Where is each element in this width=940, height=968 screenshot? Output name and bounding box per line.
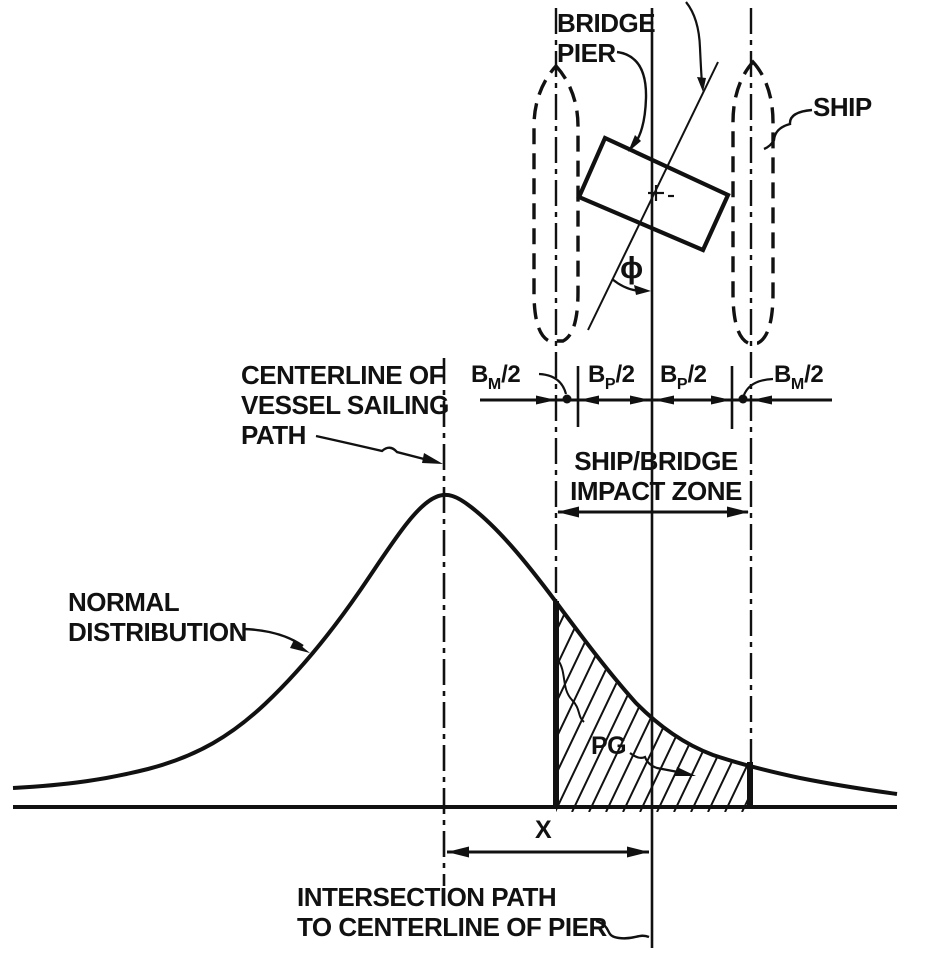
intersection-path-label: INTERSECTION PATH TO CENTERLINE OF PIER bbox=[297, 882, 607, 942]
dim-arrow-right-556 bbox=[536, 395, 556, 405]
bp-right-rest: /2 bbox=[687, 361, 708, 388]
bridge-pier-rectangle bbox=[576, 135, 731, 253]
dim-arrow-left-578 bbox=[579, 395, 599, 405]
bridge-pier-leader bbox=[616, 50, 648, 147]
bm-half-label-right: BM/2 bbox=[774, 361, 824, 393]
impact-zone-arrowhead-left bbox=[557, 506, 579, 518]
bm-right-sub: M bbox=[790, 376, 805, 393]
bm-left-rest: /2 bbox=[501, 361, 521, 388]
bm-left-leader bbox=[538, 372, 568, 395]
bm-right-leader bbox=[742, 377, 774, 396]
pg-label: PG bbox=[591, 732, 627, 760]
pg-arrowhead bbox=[675, 767, 696, 776]
bm-left-leader-dot bbox=[562, 394, 572, 404]
ship-label: SHIP bbox=[813, 92, 872, 122]
bp-half-label-right: BP/2 bbox=[660, 361, 708, 393]
bp-left-base: B bbox=[588, 361, 605, 388]
bp-half-label-left: BP/2 bbox=[588, 361, 636, 393]
normal-distribution-curve bbox=[12, 492, 898, 796]
impact-zone-arrowhead-right bbox=[727, 506, 749, 518]
bm-half-label-left: BM/2 bbox=[471, 361, 521, 393]
dim-arrow-right-732 bbox=[711, 395, 731, 405]
vessel-centerline-label: CENTERLINE OF VESSEL SAILING PATH bbox=[241, 360, 449, 450]
bm-left-sub: M bbox=[487, 376, 502, 393]
ship-outline-left bbox=[532, 63, 580, 343]
bm-right-base: B bbox=[774, 361, 791, 388]
bp-right-sub: P bbox=[676, 376, 688, 393]
x-arrowhead-right bbox=[627, 846, 649, 858]
intersection-path-label-line1: INTERSECTION PATH bbox=[297, 882, 557, 912]
vessel-centerline-label-line1: CENTERLINE OF bbox=[241, 360, 444, 390]
ship-outline-right bbox=[731, 59, 775, 345]
normal-distribution-arrowhead bbox=[290, 640, 310, 653]
bm-right-leader-dot bbox=[738, 394, 748, 404]
bp-left-sub: P bbox=[604, 376, 616, 393]
dim-arrow-left-750 bbox=[752, 395, 772, 405]
intersection-path-leader bbox=[595, 919, 650, 940]
pg-upper-leader bbox=[557, 659, 585, 723]
bp-right-base: B bbox=[660, 361, 677, 388]
vessel-centerline-leader bbox=[315, 434, 425, 461]
vessel-centerline-label-line2: VESSEL SAILING bbox=[241, 390, 449, 420]
phi-angle-label: ϕ bbox=[620, 250, 644, 285]
bridge-pier-label: BRIDGE PIER bbox=[557, 8, 656, 68]
x-dimension-label: X bbox=[535, 816, 552, 844]
bm-left-base: B bbox=[471, 361, 488, 388]
bridge-pier-label-line2: PIER bbox=[557, 38, 616, 68]
dim-arrow-left-652 bbox=[654, 395, 674, 405]
pg-leader bbox=[629, 752, 679, 774]
normal-distribution-label: NORMAL DISTRIBUTION bbox=[68, 587, 247, 647]
normal-distribution-label-line2: DISTRIBUTION bbox=[68, 617, 247, 647]
bridge-pier-arrowhead bbox=[628, 135, 641, 152]
normal-distribution-leader bbox=[242, 627, 304, 647]
sailing-direction-arrowhead bbox=[697, 77, 706, 92]
bp-left-rest: /2 bbox=[615, 361, 636, 388]
ship-leader bbox=[763, 108, 813, 151]
bm-right-rest: /2 bbox=[804, 361, 824, 388]
dim-arrow-right-652 bbox=[630, 395, 650, 405]
bridge-pier-label-line1: BRIDGE bbox=[557, 8, 656, 38]
sailing-direction-leader bbox=[685, 1, 704, 85]
x-arrowhead-left bbox=[447, 846, 469, 858]
phi-arc-arrowhead bbox=[634, 285, 651, 295]
intersection-path-label-line2: TO CENTERLINE OF PIER bbox=[297, 912, 607, 942]
impact-zone-label-line1: SHIP/BRIDGE bbox=[574, 446, 738, 476]
vessel-centerline-label-line3: PATH bbox=[241, 420, 306, 450]
normal-distribution-label-line1: NORMAL bbox=[68, 587, 180, 617]
impact-zone-label-line2: IMPACT ZONE bbox=[570, 476, 742, 506]
impact-zone-label: SHIP/BRIDGE IMPACT ZONE bbox=[561, 446, 751, 506]
intersection-path-line bbox=[587, 61, 719, 331]
vessel-centerline-arrowhead bbox=[422, 453, 443, 464]
